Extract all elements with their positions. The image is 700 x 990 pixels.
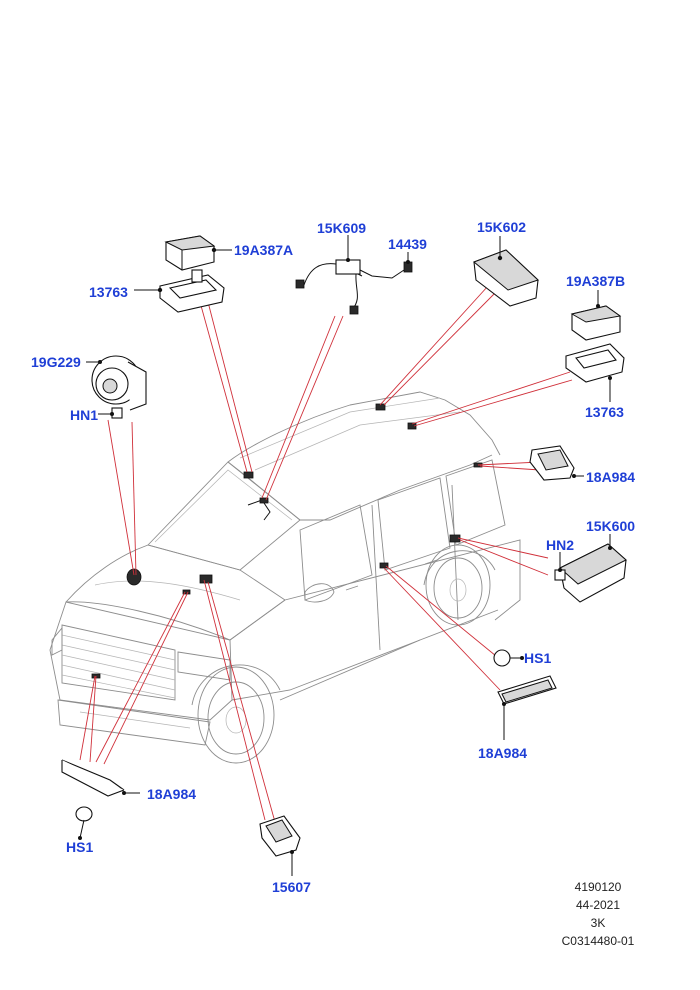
callout-15607[interactable]: 15607	[272, 879, 311, 895]
callout-15K600[interactable]: 15K600	[586, 518, 636, 534]
callout-13763-top[interactable]: 13763	[89, 284, 128, 300]
marker-13763-roof	[243, 471, 254, 479]
part-19G229-horn	[86, 355, 147, 411]
part-HN1-nut	[98, 407, 123, 419]
callout-19A387B[interactable]: 19A387B	[566, 273, 626, 289]
callout-15K602[interactable]: 15K602	[477, 219, 527, 235]
callout-13763-right[interactable]: 13763	[585, 404, 624, 420]
callout-HS1-right[interactable]: HS1	[524, 650, 552, 666]
part-13763-bracket-top	[134, 269, 225, 313]
marker-18A984-door	[379, 562, 389, 569]
callout-HN1[interactable]: HN1	[70, 407, 99, 423]
part-15K600-module	[559, 534, 627, 603]
red-leader-lines	[79, 285, 573, 823]
callout-HS1-left[interactable]: HS1	[66, 839, 94, 855]
part-HS1-screw-left	[75, 806, 93, 840]
callout-18A984-left[interactable]: 18A984	[147, 786, 197, 802]
part-18A984-sensor-left	[61, 759, 140, 797]
callout-HN2[interactable]: HN2	[546, 537, 575, 553]
marker-18A984-front	[182, 589, 191, 595]
part-15K602-module	[473, 236, 539, 307]
callout-15K609[interactable]: 15K609	[317, 220, 367, 236]
vehicle-outline	[49, 391, 521, 764]
part-HS1-screw-right	[493, 649, 524, 667]
callout-19A387A[interactable]: 19A387A	[234, 242, 294, 258]
footer-date-code: 44-2021	[575, 898, 621, 912]
callout-14439[interactable]: 14439	[388, 236, 427, 252]
vehicle-component-markers	[91, 403, 483, 679]
marker-15K609-harness	[247, 499, 271, 521]
marker-15K609-connector	[259, 497, 269, 504]
footer-illustration-number: 4190120	[574, 880, 622, 894]
part-HN2-nut	[554, 552, 566, 581]
part-13763-bracket-right	[565, 343, 625, 402]
part-15607-switch	[259, 815, 301, 876]
marker-13763-rear	[407, 422, 417, 430]
callout-18A984-right[interactable]: 18A984	[586, 469, 636, 485]
part-15K609-harness	[295, 235, 413, 315]
footer-catalog-code: C0314480-01	[561, 934, 635, 948]
part-19A387A-module	[164, 235, 232, 271]
part-18A984-sensor-right	[529, 445, 584, 481]
footer-revision: 3K	[590, 916, 606, 930]
part-19A387B-module	[570, 290, 622, 341]
part-18A984-sensor-lower	[497, 675, 557, 740]
marker-19G229	[126, 568, 142, 586]
callout-19G229[interactable]: 19G229	[31, 354, 81, 370]
marker-15607	[199, 574, 213, 584]
callout-18A984-lower[interactable]: 18A984	[478, 745, 528, 761]
